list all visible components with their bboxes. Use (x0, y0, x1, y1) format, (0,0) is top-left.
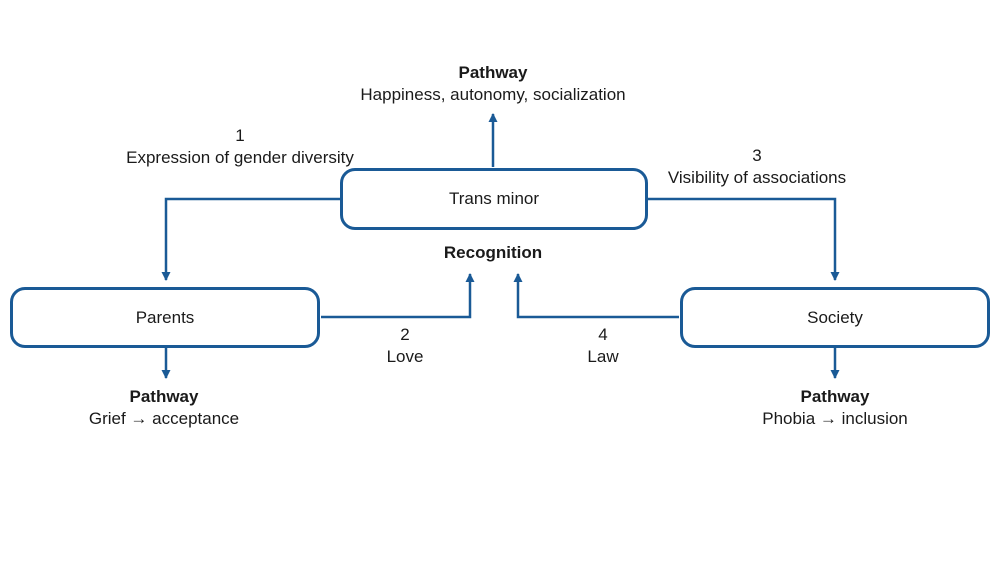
pathway-left-text: Grief → acceptance (88, 409, 240, 428)
pathway-top-text: Happiness, autonomy, socialization (360, 85, 626, 104)
edge-2-number: 2 (400, 325, 410, 344)
recognition-label: Recognition (443, 243, 543, 262)
arrow-parents-to-recognition (321, 273, 475, 319)
edge-label-4: 4 Law (587, 324, 618, 368)
edge-label-1: 1 Expression of gender diversity (126, 125, 354, 169)
pathway-right-text: Phobia → inclusion (762, 409, 908, 428)
pathway-left-title: Pathway (129, 387, 199, 406)
pathway-left: Pathway Grief → acceptance (89, 386, 239, 430)
pathway-top: Pathway Happiness, autonomy, socializati… (360, 62, 625, 106)
arrow-trans-minor-to-society (647, 197, 840, 281)
node-society-label: Society (807, 307, 863, 327)
pathway-right: Pathway Phobia → inclusion (762, 386, 908, 430)
edge-label-3: 3 Visibility of associations (668, 145, 846, 189)
arrow-society-to-recognition (513, 273, 679, 319)
edge-3-text: Visibility of associations (667, 168, 847, 187)
node-trans-minor-label: Trans minor (448, 189, 540, 208)
edge-4-number: 4 (598, 325, 608, 344)
node-society: Society (680, 287, 990, 348)
node-parents-label: Parents (135, 307, 195, 327)
node-trans-minor: Trans minor (340, 168, 648, 230)
edge-1-number: 1 (235, 126, 245, 145)
edge-2-text: Love (386, 347, 424, 366)
edge-1-text: Expression of gender diversity (126, 148, 354, 167)
edge-label-2: 2 Love (387, 324, 424, 368)
arrow-trans-minor-to-parents (161, 197, 341, 281)
pathway-top-title: Pathway (458, 63, 528, 82)
edge-4-text: Law (587, 347, 619, 366)
edge-3-number: 3 (752, 146, 762, 165)
pathway-right-title: Pathway (800, 387, 870, 406)
node-parents: Parents (10, 287, 320, 348)
